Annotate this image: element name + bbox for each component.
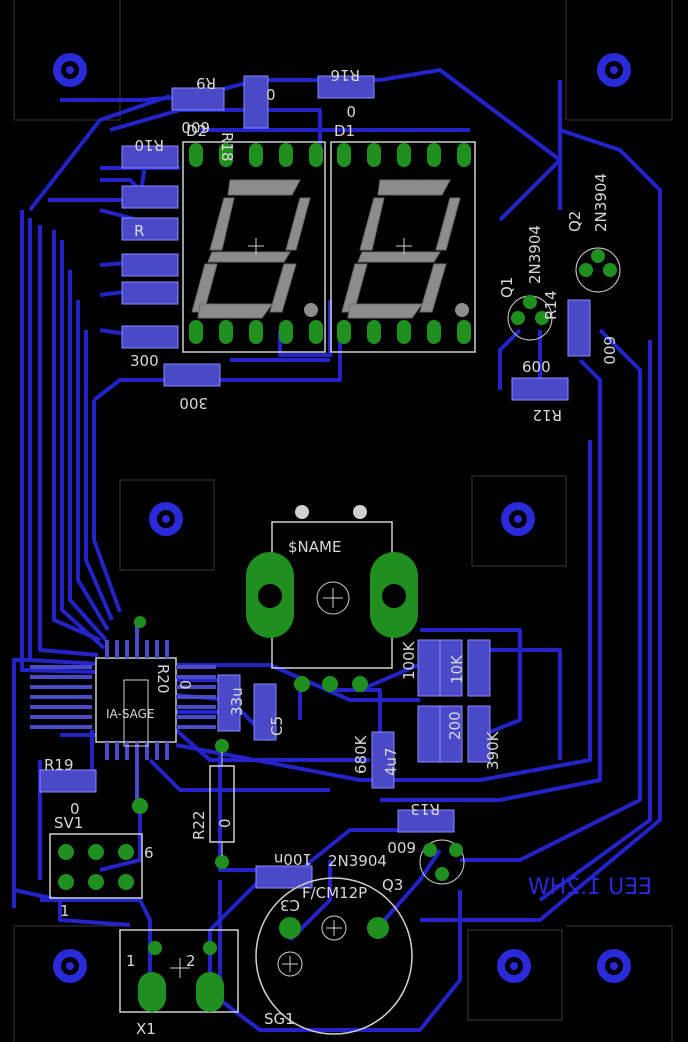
- r20-ref: R20: [154, 664, 172, 694]
- c3-value: 100n: [274, 850, 312, 868]
- display-d1: [330, 141, 476, 353]
- mounting-holes: [53, 53, 631, 983]
- r19-value: 0: [70, 800, 80, 818]
- r11-value: 300: [179, 394, 208, 412]
- x1-label: X1: [136, 1020, 156, 1038]
- res-10k-label: 10K: [448, 654, 466, 684]
- r13-ref: R13: [410, 800, 440, 818]
- q1-value: 2N3904: [526, 225, 544, 284]
- res-680k-label: 680K: [352, 734, 370, 774]
- r22-value: 0: [216, 818, 234, 828]
- r13-value: 600: [387, 838, 416, 856]
- r14-ref: R14: [542, 290, 560, 320]
- display-d2: [182, 141, 326, 353]
- smd-resistors: [39, 75, 591, 889]
- q2-ref: Q2: [566, 211, 584, 232]
- r11-ref-top: R: [134, 222, 144, 240]
- r16-value: 0: [346, 102, 356, 120]
- header-sv1: [49, 833, 143, 899]
- ic-u1: [30, 616, 216, 814]
- r9-ref: R9: [196, 74, 216, 92]
- ic-label: IA-SAGE: [106, 707, 155, 721]
- r14-value: 600: [600, 336, 618, 365]
- board-outline: [13, 0, 673, 1042]
- r12-ref: R12: [532, 406, 562, 424]
- switch-name-label: $NAME: [288, 538, 341, 556]
- res-390k-label: 390K: [484, 730, 502, 770]
- copper-traces: [12, 68, 662, 1032]
- buzzer-type: F/CM12P: [302, 884, 367, 902]
- cap-33u-label: 33u: [228, 687, 246, 716]
- switch: [246, 505, 418, 692]
- r9-value: 600: [181, 118, 210, 136]
- mounting-hole-top-left: [53, 53, 87, 87]
- x1-pin1: 1: [126, 952, 136, 970]
- sg1-label: SG1: [264, 1010, 295, 1028]
- res-100k-label: 100K: [400, 640, 418, 680]
- display-pads: [189, 143, 471, 344]
- mounting-hole-bottom-right: [597, 949, 631, 983]
- q2-value: 2N3904: [592, 173, 610, 232]
- resistor-300-label: 300: [130, 352, 159, 370]
- x1-pin2: 2: [186, 952, 196, 970]
- c5-label: C5: [268, 716, 286, 736]
- resistor-r22: [209, 739, 235, 869]
- r22-ref: R22: [190, 810, 208, 840]
- r12-value: 600: [522, 358, 551, 376]
- board-version-label: EEU 1.2HW: [528, 875, 652, 900]
- display-d2-label: D2: [186, 122, 207, 140]
- mounting-hole-bottom-mid: [497, 949, 531, 983]
- res-200-label: 200: [446, 711, 464, 740]
- r18-ref: R18: [218, 132, 236, 162]
- r10-ref: R10: [134, 136, 164, 154]
- sv1-pin6: 6: [144, 844, 154, 862]
- mounting-hole-top-right: [597, 53, 631, 87]
- mounting-hole-mid-right: [501, 502, 535, 536]
- r20-value: 0: [176, 680, 194, 690]
- sv1-pin1: 1: [60, 902, 70, 920]
- q3-value: 2N3904: [328, 852, 387, 870]
- terminal-x1: [119, 929, 239, 1013]
- transistor-q3: [419, 839, 465, 885]
- mounting-hole-mid-left: [149, 502, 183, 536]
- transistor-q1: [507, 295, 553, 341]
- buzzer-sg1: [255, 877, 413, 1035]
- c3-label: C3: [280, 896, 300, 914]
- r18-value: 0: [266, 86, 276, 104]
- mounting-hole-bottom-left: [53, 949, 87, 983]
- display-d1-label: D1: [334, 122, 355, 140]
- r16-ref: R16: [330, 66, 360, 84]
- sv1-label: SV1: [54, 814, 83, 832]
- q3-ref: Q3: [382, 876, 403, 894]
- q1-ref: Q1: [498, 277, 516, 298]
- transistor-q2: [575, 247, 621, 293]
- r19-ref: R19: [44, 756, 74, 774]
- cap-4u7-label: 4u7: [382, 747, 400, 776]
